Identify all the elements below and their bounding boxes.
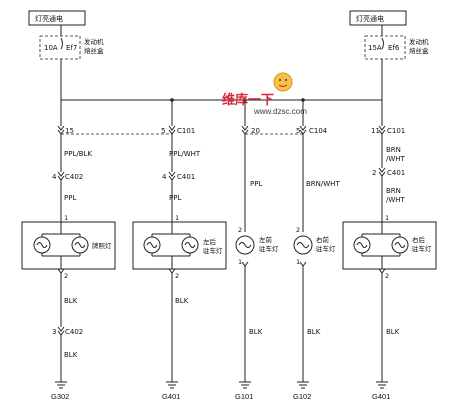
c3-lamp-pin-top: 2 <box>238 226 242 234</box>
c5-lamp-pin-top: 1 <box>385 214 389 222</box>
fuse-box-label-left-2: 熔丝盒 <box>84 46 104 55</box>
c4-wire-top: BRN/WHT <box>306 180 340 188</box>
c2-pin-mid: 4 <box>162 173 167 181</box>
power-label-left: 灯亮通电 <box>35 14 63 23</box>
c4-lamp-label-2: 驻车灯 <box>316 244 336 253</box>
power-label-right: 灯亮通电 <box>356 14 384 23</box>
c1-lamp-pin-top: 1 <box>64 214 68 222</box>
c1-pin-bottom: 3 <box>52 328 56 336</box>
c2-ground-icon <box>166 381 178 389</box>
c3-lamp-label-2: 驻车灯 <box>259 244 279 253</box>
fuse-symbol-left <box>60 37 63 50</box>
fuse-id-right: Ef6 <box>388 44 400 52</box>
c5-wire-top-2: /WHT <box>386 155 406 163</box>
power-label-box-left <box>28 10 86 26</box>
c3-lamp-pin-bottom: 1 <box>238 258 242 266</box>
c1-wire-bottom: BLK <box>64 297 78 305</box>
fuse-symbol-right <box>381 37 384 50</box>
fuse-box-label-left-1: 发动机 <box>84 37 104 46</box>
c5-conn-mid-chevron <box>378 167 386 177</box>
c5-lamp-rail <box>361 233 401 257</box>
c1-wire-top: PPL/BLK <box>64 150 92 158</box>
c5-conn-top: C101 <box>387 127 405 135</box>
c4-conn-top: C104 <box>309 127 328 135</box>
c1-bulb-icon-2 <box>71 236 89 254</box>
c3-pin-top: 20 <box>251 127 260 135</box>
c3-lamp-bottom-chevron <box>241 261 249 267</box>
c1-lamp-label: 牌照灯 <box>92 241 112 250</box>
c4-ground: G102 <box>293 392 311 401</box>
watermark-url: www.dzsc.com <box>253 107 307 116</box>
c4-pin-top: 5 <box>296 127 300 135</box>
c1-conn-bottom: C402 <box>65 328 83 336</box>
c4-lamp-label-1: 右前 <box>316 235 330 244</box>
c2-lamp-label-2: 驻车灯 <box>203 246 223 255</box>
c2-bulb-icon-2 <box>181 236 199 254</box>
c1-wire-mid: PPL <box>64 194 76 202</box>
c2-pin-top: 5 <box>161 127 165 135</box>
c5-bulb-icon-2 <box>391 236 409 254</box>
c1-conn-mid-chevron <box>57 171 65 181</box>
c4-bulb-icon <box>293 235 313 255</box>
c1-conn-mid: C402 <box>65 173 83 181</box>
c2-lamp-label-1: 左后 <box>203 237 217 246</box>
power-label-box-right <box>349 10 407 26</box>
c5-lamp-pin-bottom: 2 <box>385 272 389 280</box>
c5-pin-top: 11 <box>371 127 380 135</box>
c5-wire-mid-2: /WHT <box>386 196 406 204</box>
c3-wire-top: PPL <box>250 180 262 188</box>
c1-wire-bottom2: BLK <box>64 351 78 359</box>
c5-bulb-icon-1 <box>353 236 371 254</box>
fuse-box-left <box>39 35 81 60</box>
c3-wire-bottom: BLK <box>249 328 263 336</box>
c5-wire-mid-1: BRN <box>386 187 401 195</box>
fuse-box-label-right-2: 熔丝盒 <box>409 46 429 55</box>
c2-bulb-icon-1 <box>143 236 161 254</box>
c4-ground-icon <box>297 381 309 389</box>
c3-ground: G101 <box>235 392 253 401</box>
c2-lamp-pin-top: 1 <box>175 214 179 222</box>
c1-pin-top: 15 <box>65 127 74 135</box>
fuse-box-label-right-1: 发动机 <box>409 37 429 46</box>
c4-wire-bottom: BLK <box>307 328 321 336</box>
c5-pin-mid: 2 <box>372 169 376 177</box>
c4-lamp-bottom-chevron <box>299 261 307 267</box>
c1-ground-icon <box>55 381 67 389</box>
c2-lamp-pin-bottom: 2 <box>175 272 179 280</box>
c2-wire-mid: PPL <box>169 194 181 202</box>
fuse-rating-left: 10A <box>44 44 58 52</box>
c1-pin-mid: 4 <box>52 173 57 181</box>
c5-wire-bottom: BLK <box>386 328 400 336</box>
connector-chevrons-top <box>57 125 386 135</box>
fuse-id-left: Ef7 <box>66 44 77 52</box>
c2-ground: G401 <box>162 392 180 401</box>
c1-conn-bottom-chevron <box>57 326 65 336</box>
c5-lamp-label-2: 驻车灯 <box>412 244 432 253</box>
c3-ground-icon <box>239 381 251 389</box>
c5-lamp-label-1: 右后 <box>412 235 426 244</box>
c2-wire-bottom: BLK <box>175 297 189 305</box>
c5-ground: G401 <box>372 392 390 401</box>
c1-ground: G302 <box>51 392 69 401</box>
c3-lamp-label-1: 左前 <box>259 235 273 244</box>
c2-conn-top: C101 <box>177 127 195 135</box>
watermark: 维库一下 www.dzsc.com <box>222 72 307 116</box>
c5-ground-icon <box>376 381 388 389</box>
c5-conn-mid: C401 <box>387 169 405 177</box>
c2-lamp-rail <box>151 233 191 257</box>
c4-lamp-pin-top: 2 <box>296 226 300 234</box>
watermark-text: 维库一下 <box>222 92 274 108</box>
c2-conn-mid-chevron <box>168 171 176 181</box>
c2-wire-top: PPL/WHT <box>169 150 201 158</box>
c2-conn-mid: C401 <box>177 173 195 181</box>
fuse-rating-right: 15A <box>368 44 382 52</box>
c1-lamp-pin-bottom: 2 <box>64 272 68 280</box>
c1-bulb-icon-1 <box>33 236 51 254</box>
c3-bulb-icon <box>235 235 255 255</box>
c4-lamp-pin-bottom: 1 <box>296 258 300 266</box>
fuse-box-right <box>364 35 406 60</box>
c5-wire-top-1: BRN <box>386 146 401 154</box>
